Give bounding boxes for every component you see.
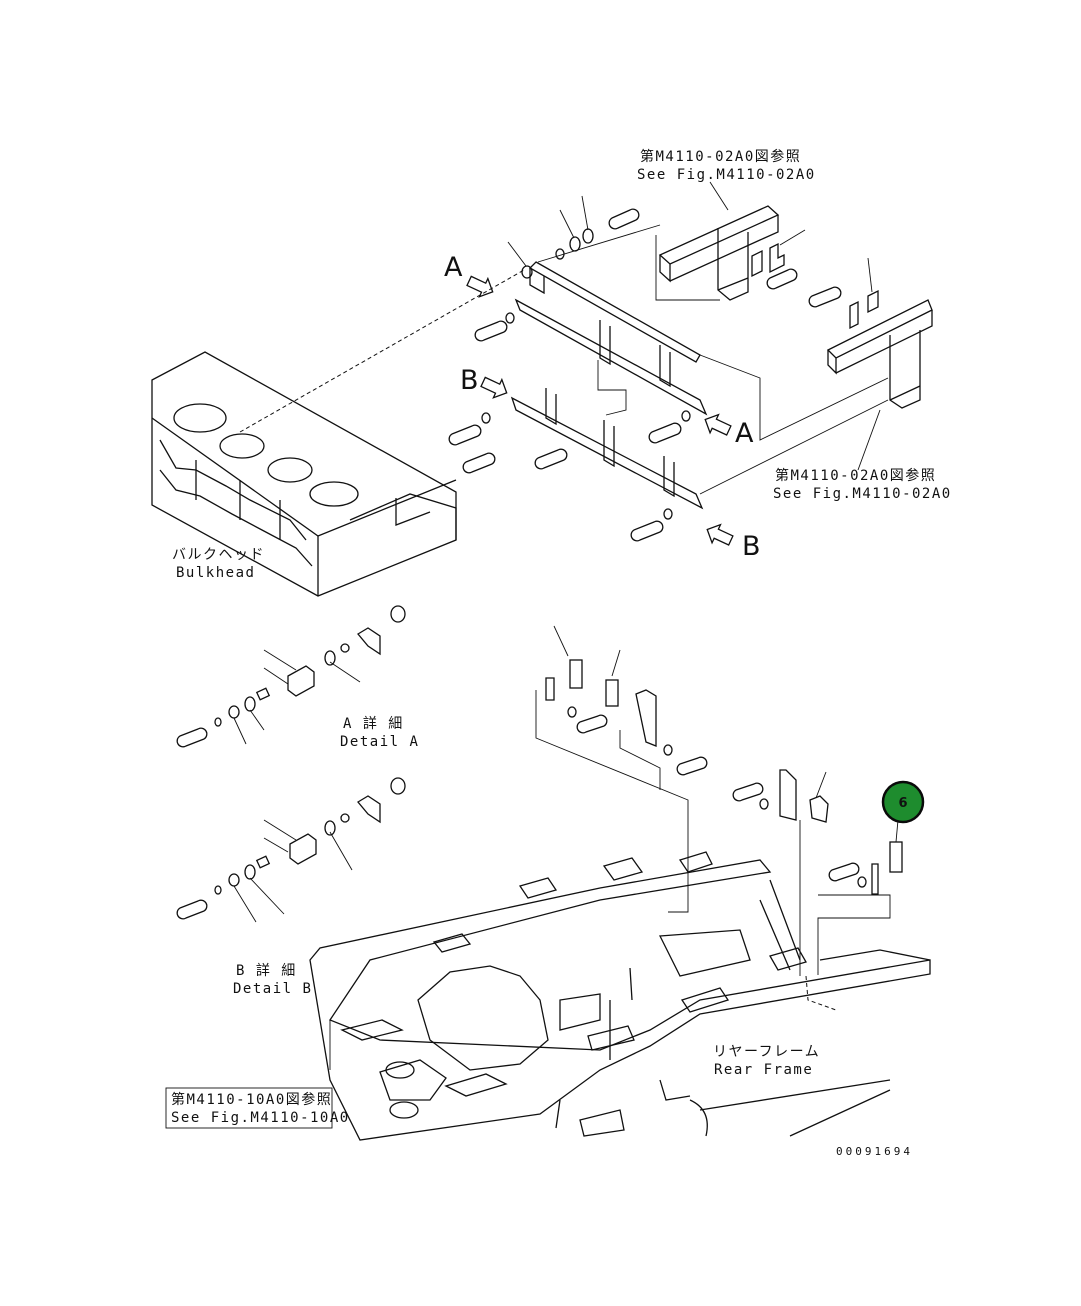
bottom-reference-en: See Fig.M4110-10A0 — [171, 1110, 350, 1126]
rear-frame-label-jp: リヤーフレーム — [713, 1044, 820, 1060]
bulkhead — [151, 351, 457, 597]
bulkhead-label-en: Bulkhead — [176, 565, 255, 581]
rear-frame — [309, 851, 931, 1141]
bottom-reference-box — [165, 1087, 333, 1129]
top-reference-jp: 第M4110-02A0図参照 — [640, 148, 801, 165]
upper-brackets — [751, 229, 879, 330]
drawing-number: 00091694 — [836, 1145, 913, 1158]
callout-6[interactable]: 6 — [881, 780, 925, 824]
mid-bolts — [448, 312, 691, 542]
bottom-reference-jp: 第M4110-10A0図参照 — [171, 1091, 332, 1108]
detail-b-label-en: Detail B — [233, 981, 312, 997]
detail-b-parts — [176, 777, 406, 923]
lower-small-parts — [545, 625, 903, 895]
view-letter-a-right: A — [735, 418, 754, 449]
lower-assembly-lines — [535, 690, 891, 1011]
callout-6-circle[interactable] — [881, 780, 925, 824]
top-reference-leader — [709, 181, 729, 211]
right-reference-en: See Fig.M4110-02A0 — [773, 486, 952, 502]
detail-b-label-jp: B 詳 細 — [236, 963, 297, 979]
detail-a-label-jp: A 詳 細 — [343, 716, 404, 732]
view-letter-b-right: B — [742, 531, 761, 562]
callout-6-number[interactable]: 6 — [898, 796, 907, 811]
mid-frame-rails — [510, 261, 708, 510]
assembly-lines — [239, 224, 889, 495]
view-letter-a-left: A — [444, 252, 463, 283]
right-reference-leader — [857, 409, 881, 471]
view-arrows — [466, 275, 734, 546]
right-reference-jp: 第M4110-02A0図参照 — [775, 467, 936, 484]
upper-frame-members — [658, 205, 933, 409]
view-letter-b-left: B — [460, 365, 479, 396]
rear-frame-label-en: Rear Frame — [714, 1062, 813, 1078]
detail-a-label-en: Detail A — [340, 734, 419, 750]
bulkhead-label-jp: バルクヘッド — [172, 547, 265, 563]
top-reference-en: See Fig.M4110-02A0 — [637, 167, 816, 183]
callout-6-leader — [895, 819, 899, 843]
upper-bolts — [507, 195, 842, 308]
detail-a-parts — [176, 605, 406, 748]
